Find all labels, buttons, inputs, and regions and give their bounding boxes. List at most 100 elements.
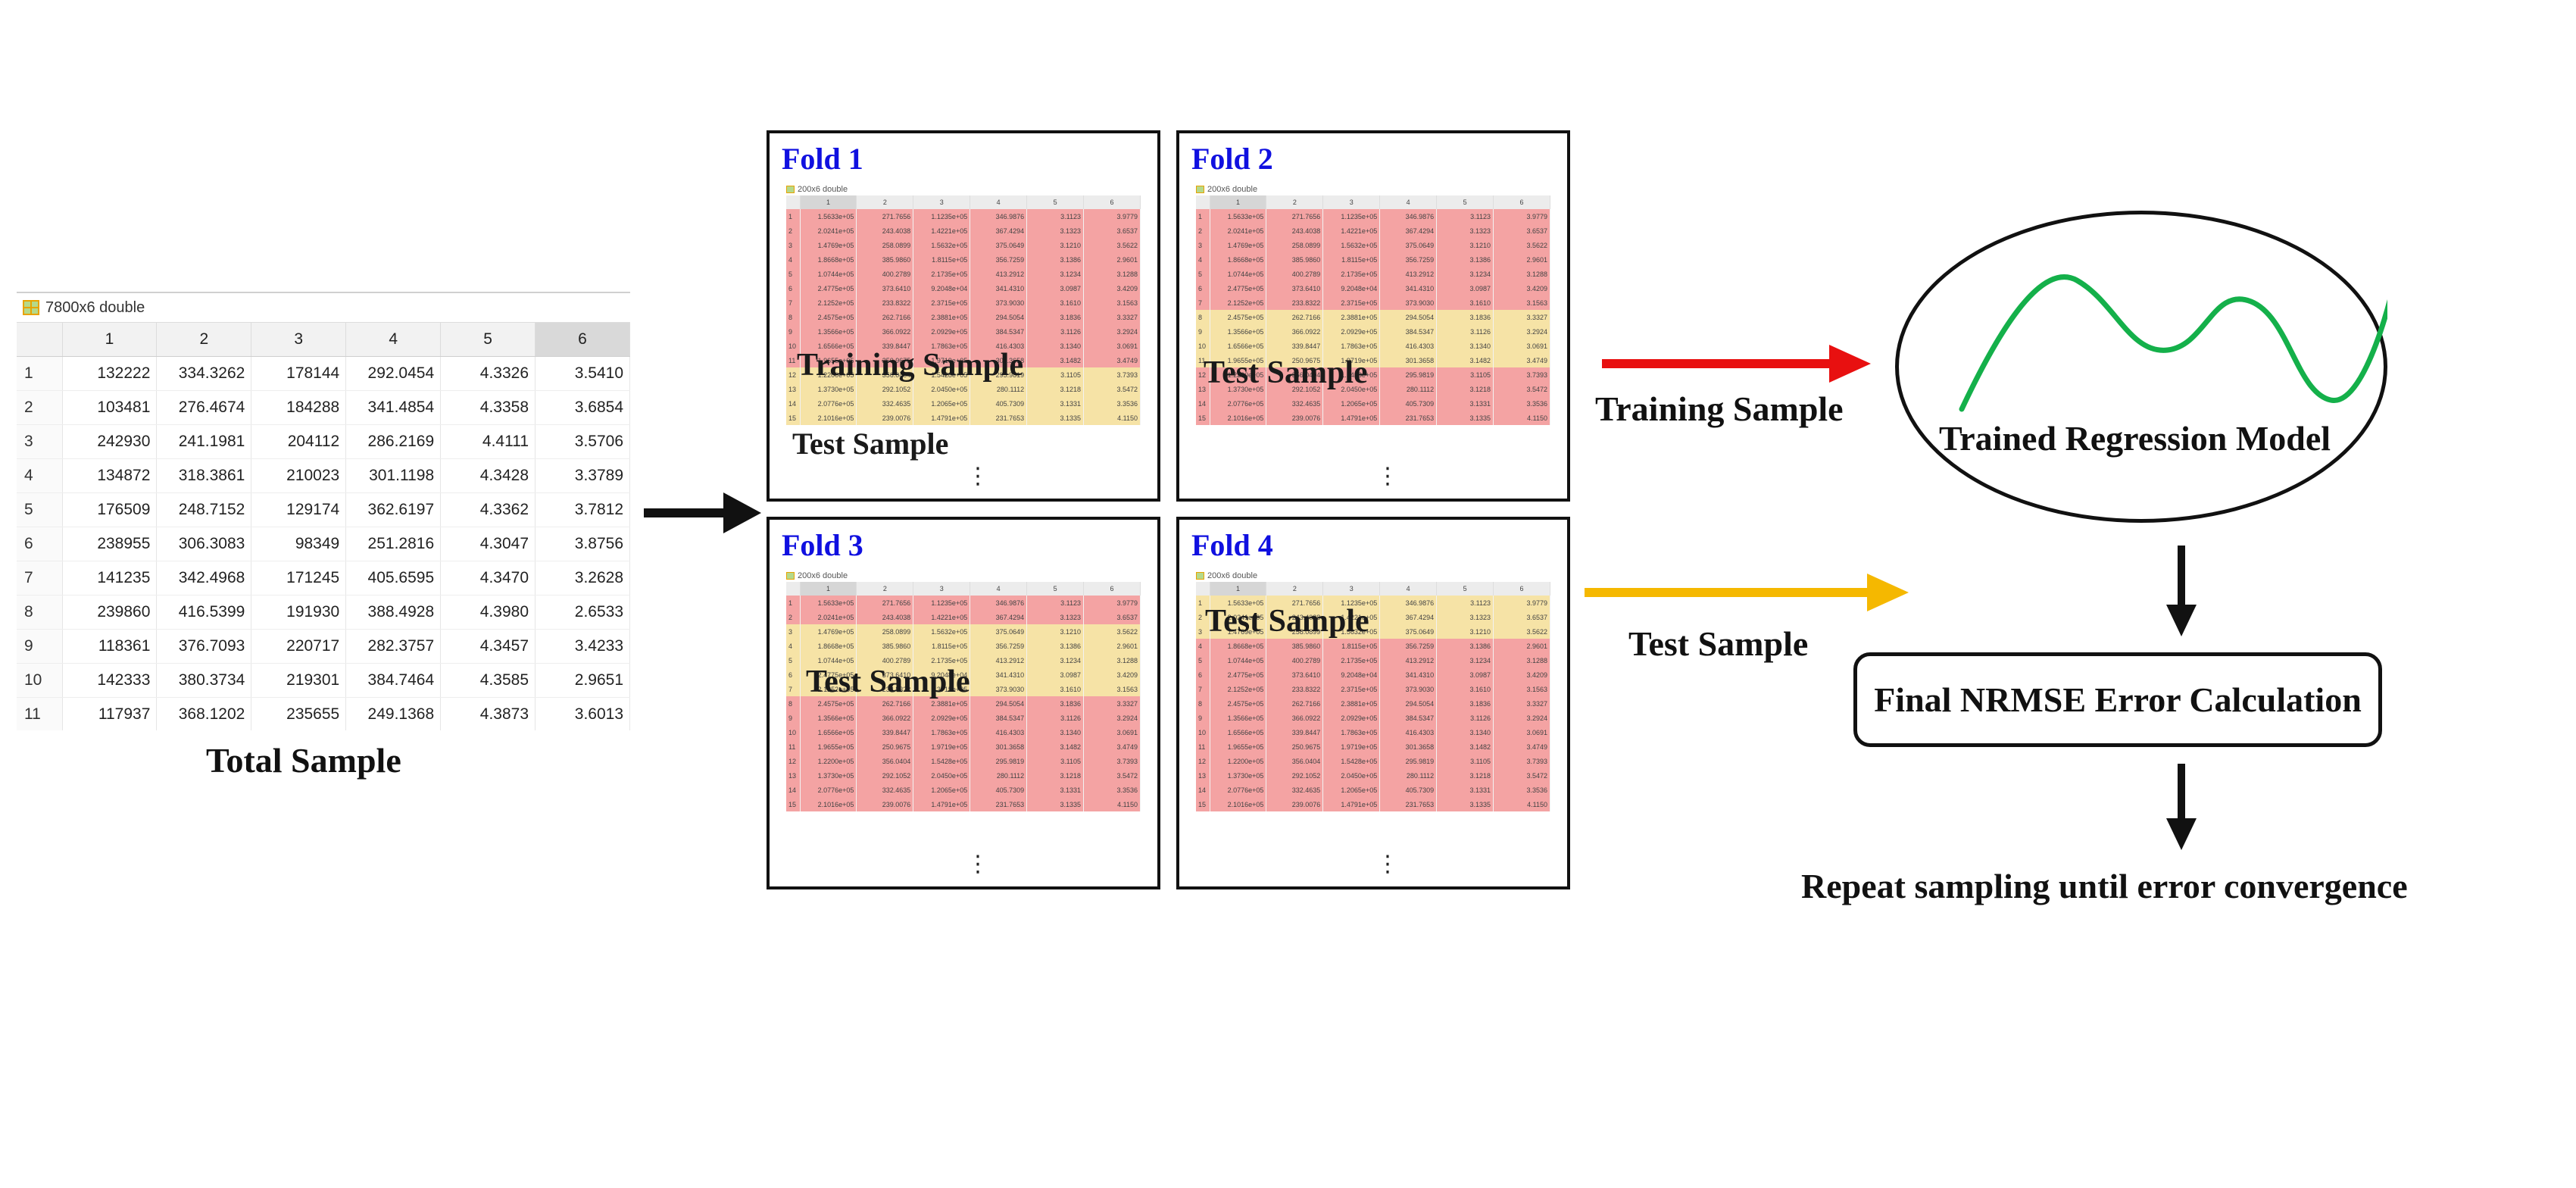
table-cell[interactable]: 1.4791e+05: [913, 411, 971, 425]
row-number[interactable]: 3: [786, 238, 801, 252]
table-cell[interactable]: 141235: [62, 561, 158, 596]
table-cell[interactable]: 1.7863e+05: [1322, 339, 1381, 353]
table-cell[interactable]: 3.7393: [1493, 367, 1550, 382]
column-header[interactable]: 2: [1266, 195, 1324, 209]
table-cell[interactable]: 3.1210: [1436, 238, 1494, 252]
row-number[interactable]: 14: [1196, 783, 1210, 797]
row-number[interactable]: 1: [1196, 209, 1210, 224]
row-number[interactable]: 3: [17, 424, 63, 459]
row-number[interactable]: 12: [1196, 754, 1210, 768]
row-number[interactable]: 8: [1196, 310, 1210, 324]
table-cell[interactable]: 1.5428e+05: [913, 754, 971, 768]
table-cell[interactable]: 1.9719e+05: [1322, 739, 1381, 754]
table-cell[interactable]: 367.4294: [1379, 224, 1438, 238]
table-cell[interactable]: 3.3536: [1083, 783, 1141, 797]
row-number[interactable]: 2: [17, 390, 63, 425]
table-cell[interactable]: 366.0922: [856, 324, 914, 339]
table-cell[interactable]: 3.3536: [1493, 396, 1550, 411]
table-cell[interactable]: 292.1052: [1266, 768, 1324, 783]
table-cell[interactable]: 3.5622: [1493, 624, 1550, 639]
table-cell[interactable]: 334.3262: [156, 356, 252, 391]
row-number[interactable]: 11: [786, 739, 801, 754]
table-cell[interactable]: 346.9876: [1379, 209, 1438, 224]
table-cell[interactable]: 332.4635: [1266, 783, 1324, 797]
table-cell[interactable]: 243.4038: [1266, 224, 1324, 238]
table-cell[interactable]: 375.0649: [1379, 238, 1438, 252]
row-number[interactable]: 14: [1196, 396, 1210, 411]
row-number[interactable]: 1: [786, 209, 801, 224]
table-cell[interactable]: 132222: [62, 356, 158, 391]
table-cell[interactable]: 3.1331: [1436, 396, 1494, 411]
table-cell[interactable]: 3.1386: [1436, 252, 1494, 267]
table-cell[interactable]: 2.0241e+05: [800, 224, 857, 238]
table-cell[interactable]: 3.2924: [1493, 324, 1550, 339]
table-cell[interactable]: 1.3730e+05: [1210, 768, 1267, 783]
table-cell[interactable]: 233.8322: [1266, 295, 1324, 310]
table-cell[interactable]: 142333: [62, 663, 158, 698]
table-cell[interactable]: 1.3566e+05: [800, 711, 857, 725]
table-cell[interactable]: 1.4791e+05: [1322, 797, 1381, 811]
table-cell[interactable]: 332.4635: [1266, 396, 1324, 411]
table-cell[interactable]: 3.1234: [1436, 267, 1494, 281]
table-cell[interactable]: 1.3566e+05: [800, 324, 857, 339]
table-cell[interactable]: 1.1235e+05: [1322, 596, 1381, 610]
table-cell[interactable]: 373.6410: [856, 667, 914, 682]
table-cell[interactable]: 3.3327: [1493, 696, 1550, 711]
table-cell[interactable]: 1.4769e+05: [800, 624, 857, 639]
row-number[interactable]: 9: [786, 711, 801, 725]
table-cell[interactable]: 416.4303: [1379, 339, 1438, 353]
table-cell[interactable]: 4.3362: [440, 492, 536, 527]
table-cell[interactable]: 416.4303: [970, 725, 1028, 739]
table-cell[interactable]: 1.0744e+05: [800, 653, 857, 667]
row-number[interactable]: 14: [786, 396, 801, 411]
table-cell[interactable]: 2.3881e+05: [1322, 310, 1381, 324]
table-cell[interactable]: 3.1610: [1026, 682, 1085, 696]
row-number[interactable]: 14: [786, 783, 801, 797]
row-number[interactable]: 7: [1196, 682, 1210, 696]
table-cell[interactable]: 250.9675: [1266, 353, 1324, 367]
table-cell[interactable]: 262.7166: [856, 310, 914, 324]
row-number[interactable]: 12: [786, 367, 801, 382]
table-cell[interactable]: 134872: [62, 458, 158, 493]
table-cell[interactable]: 292.1052: [856, 382, 914, 396]
table-cell[interactable]: 413.2912: [1379, 653, 1438, 667]
row-number[interactable]: 11: [17, 697, 63, 730]
table-cell[interactable]: 3.0691: [1493, 339, 1550, 353]
table-cell[interactable]: 3.1218: [1436, 382, 1494, 396]
table-cell[interactable]: 1.5633e+05: [1210, 596, 1267, 610]
row-number[interactable]: 15: [786, 797, 801, 811]
table-cell[interactable]: 239.0076: [856, 411, 914, 425]
column-header[interactable]: 4: [1379, 582, 1438, 596]
table-cell[interactable]: 2.4575e+05: [1210, 310, 1267, 324]
table-cell[interactable]: 1.9655e+05: [1210, 739, 1267, 754]
table-cell[interactable]: 3.5472: [1083, 768, 1141, 783]
table-cell[interactable]: 1.9655e+05: [800, 353, 857, 367]
table-cell[interactable]: 3.1218: [1436, 768, 1494, 783]
column-header[interactable]: 6: [1493, 195, 1550, 209]
table-cell[interactable]: 1.2200e+05: [1210, 754, 1267, 768]
row-number[interactable]: 4: [786, 252, 801, 267]
table-cell[interactable]: 2.6533: [535, 595, 630, 630]
table-cell[interactable]: 3.1218: [1026, 382, 1085, 396]
table-cell[interactable]: 3.1836: [1436, 310, 1494, 324]
table-cell[interactable]: 384.5347: [970, 324, 1028, 339]
table-cell[interactable]: 339.8447: [856, 725, 914, 739]
row-number[interactable]: 2: [1196, 610, 1210, 624]
column-header[interactable]: 1: [800, 582, 857, 596]
table-cell[interactable]: 1.4769e+05: [1210, 624, 1267, 639]
table-cell[interactable]: 1.5633e+05: [800, 209, 857, 224]
column-header[interactable]: 6: [1493, 582, 1550, 596]
table-cell[interactable]: 2.3715e+05: [913, 295, 971, 310]
table-cell[interactable]: 219301: [251, 663, 347, 698]
table-cell[interactable]: 339.8447: [1266, 339, 1324, 353]
table-cell[interactable]: 2.0241e+05: [800, 610, 857, 624]
table-cell[interactable]: 384.7464: [345, 663, 442, 698]
table-cell[interactable]: 416.4303: [1379, 725, 1438, 739]
column-header[interactable]: 4: [345, 323, 442, 357]
table-cell[interactable]: 1.4791e+05: [1322, 411, 1381, 425]
column-header[interactable]: 2: [856, 195, 914, 209]
table-cell[interactable]: 1.2200e+05: [800, 367, 857, 382]
row-number[interactable]: 9: [1196, 324, 1210, 339]
table-cell[interactable]: 1.2065e+05: [1322, 396, 1381, 411]
table-cell[interactable]: 405.7309: [970, 396, 1028, 411]
